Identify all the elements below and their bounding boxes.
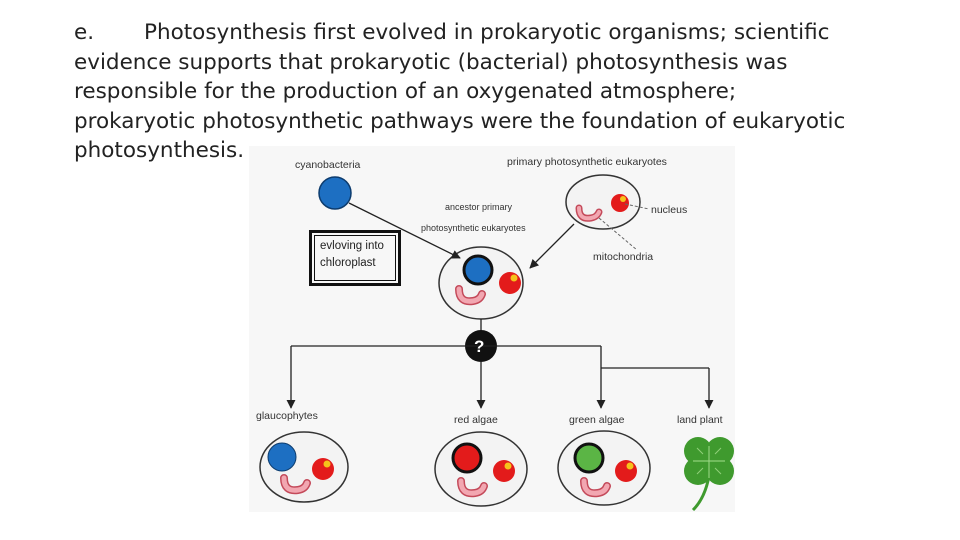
land-plant-icon bbox=[684, 437, 734, 512]
paragraph-label: e. bbox=[74, 20, 95, 45]
green-algae-label: green algae bbox=[569, 414, 625, 426]
mitochondria-label: mitochondria bbox=[593, 251, 654, 263]
glaucophyte-cell bbox=[259, 431, 349, 503]
diagram-graphics bbox=[249, 146, 735, 512]
cyanobacterium-cell bbox=[318, 176, 352, 210]
primary-eukaryote-cell bbox=[565, 174, 641, 230]
endosymbiosis-diagram: cyanobacteria primary photosynthetic euk… bbox=[249, 146, 735, 512]
cyanobacteria-label: cyanobacteria bbox=[295, 159, 361, 171]
glaucophytes-label: glaucophytes bbox=[256, 410, 318, 422]
ancestor-eukaryote-cell bbox=[438, 246, 524, 320]
evolving-label-line2: chloroplast bbox=[320, 257, 376, 269]
nucleus-label: nucleus bbox=[651, 204, 688, 216]
land-plant-label: land plant bbox=[677, 414, 723, 426]
mitochondria-pointer bbox=[598, 217, 638, 251]
ancestor-label-line2: photosynthetic eukaryotes bbox=[421, 223, 526, 233]
red-algae-label: red algae bbox=[454, 414, 498, 426]
red-algae-cell bbox=[434, 431, 528, 507]
evolving-into-chloroplast-box: evloving into chloroplast bbox=[309, 230, 401, 286]
ancestor-label-line1: ancestor primary bbox=[445, 202, 513, 212]
evolving-label-line1: evloving into bbox=[320, 240, 384, 252]
description-paragraph: e. Photosynthesis first evolved in prokar… bbox=[74, 18, 894, 166]
unknown-node-label: ? bbox=[474, 337, 485, 356]
paragraph-line-3: responsible for the production of an oxy… bbox=[74, 79, 737, 104]
paragraph-line-1: Photosynthesis first evolved in prokaryo… bbox=[144, 20, 830, 45]
primary-eukaryotes-label: primary photosynthetic eukaryotes bbox=[507, 156, 667, 168]
paragraph-line-5: photosynthesis. bbox=[74, 138, 245, 163]
nucleus-pointer bbox=[624, 203, 650, 210]
paragraph-line-4: prokaryotic photosynthetic pathways were… bbox=[74, 108, 846, 134]
green-algae-cell bbox=[557, 430, 651, 506]
paragraph-line-2: evidence supports that prokaryotic (bact… bbox=[74, 49, 788, 75]
arrow-cyano-to-ancestor bbox=[348, 202, 461, 259]
arrow-primary-to-ancestor bbox=[529, 223, 575, 269]
